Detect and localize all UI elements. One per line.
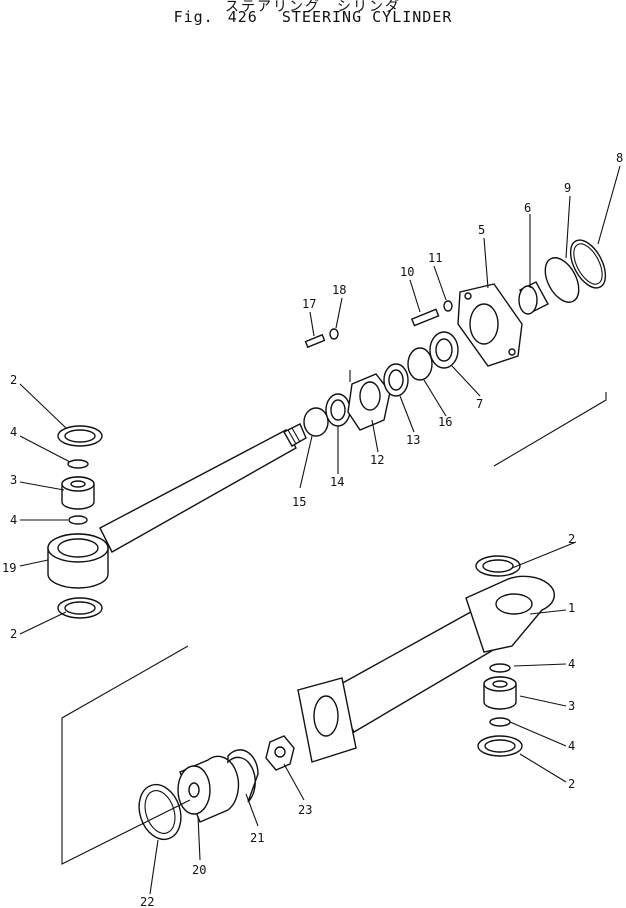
callout-7: 7 <box>476 397 483 411</box>
group-bracket-upper <box>493 392 607 467</box>
callout-18: 18 <box>332 283 346 297</box>
leader-lines <box>19 165 621 895</box>
callout-3: 3 <box>10 473 17 487</box>
callout-1: 1 <box>568 601 575 615</box>
callout-5: 5 <box>478 223 485 237</box>
o-ring-16 <box>407 347 433 381</box>
piston-rod <box>99 429 297 553</box>
ring-8 <box>569 239 607 289</box>
cylinder-tube-assembly <box>61 555 555 865</box>
seal-ring-4-upper <box>67 459 89 469</box>
callout-21: 21 <box>250 831 264 845</box>
callout-2: 2 <box>10 373 17 387</box>
callout-4: 4 <box>568 739 575 753</box>
callout-9: 9 <box>564 181 571 195</box>
callout-labels: 2 1 4 3 4 2 2 4 3 4 19 2 8 9 6 5 11 10 1… <box>2 151 623 908</box>
callout-3: 3 <box>568 699 575 713</box>
group-bracket-lower <box>61 645 191 865</box>
callout-13: 13 <box>406 433 420 447</box>
seal-ring-4-right-lower <box>489 717 511 727</box>
japanese-title: ステアリング シリンダ <box>225 0 401 15</box>
callout-6: 6 <box>524 201 531 215</box>
callout-22: 22 <box>140 895 154 908</box>
figure-title-text: STEERING CYLINDER <box>281 8 453 26</box>
callout-20: 20 <box>192 863 206 877</box>
callout-8: 8 <box>616 151 623 165</box>
figure-label: Fig. <box>173 8 214 26</box>
figure-title: Fig. 426 STEERING CYLINDER <box>0 8 626 26</box>
bolt-17 <box>304 333 326 349</box>
figure-number: 426 <box>227 8 258 26</box>
ring-9 <box>544 257 580 303</box>
callout-17: 17 <box>302 297 316 311</box>
callout-2: 2 <box>568 532 575 546</box>
callout-23: 23 <box>298 803 312 817</box>
callout-2: 2 <box>10 627 17 641</box>
cylinder-tube <box>329 607 501 733</box>
callout-4: 4 <box>568 657 575 671</box>
callout-10: 10 <box>400 265 414 279</box>
callout-15: 15 <box>292 495 306 509</box>
bolt-10 <box>410 308 440 327</box>
callout-2: 2 <box>568 777 575 791</box>
callout-4: 4 <box>10 425 17 439</box>
callout-14: 14 <box>330 475 344 489</box>
seal-ring-4-lower <box>68 515 88 525</box>
callout-19: 19 <box>2 561 16 575</box>
callout-4: 4 <box>10 513 17 527</box>
rod-thread <box>283 423 307 447</box>
wear-ring-21 <box>227 749 259 803</box>
o-ring-15 <box>303 407 329 437</box>
washer-18 <box>329 328 339 340</box>
gland-parts <box>303 239 607 467</box>
callout-16: 16 <box>438 415 452 429</box>
callout-12: 12 <box>370 453 384 467</box>
callout-11: 11 <box>428 251 442 265</box>
washer-11 <box>443 300 453 312</box>
seal-ring-4-right-upper <box>489 663 511 673</box>
piston-rod-assembly <box>47 423 307 619</box>
